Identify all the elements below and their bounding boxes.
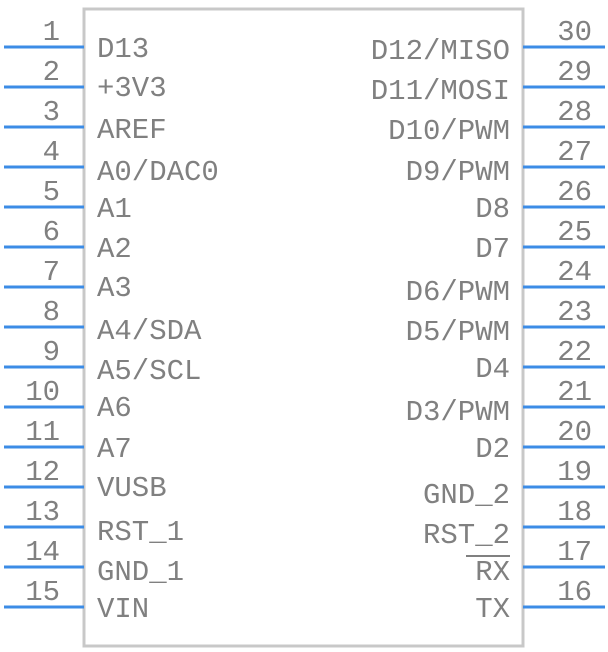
pin-number: 15 — [25, 576, 60, 609]
pin-number: 17 — [557, 536, 592, 569]
pin-2: 2 +3V3 — [4, 56, 167, 105]
pin-number: 5 — [43, 176, 60, 209]
pin-label: VIN — [97, 593, 149, 626]
pin-label: AREF — [97, 114, 167, 147]
pin-number: 14 — [25, 536, 60, 569]
pin-number: 6 — [43, 216, 60, 249]
pin-label: D3/PWM — [406, 396, 510, 429]
pin-label: A0/DAC0 — [97, 156, 219, 189]
pin-8: 8A4/SDA — [4, 296, 202, 348]
pin-label: TX — [475, 593, 510, 626]
pin-number: 11 — [25, 416, 60, 449]
pin-label: A7 — [97, 433, 132, 466]
pin-label: D12/MISO — [371, 35, 510, 68]
pin-number: 29 — [557, 56, 592, 89]
pin-number: 12 — [25, 456, 60, 489]
pin-number: 20 — [557, 416, 592, 449]
pin-label: A4/SDA — [97, 315, 202, 348]
pin-label: D11/MOSI — [371, 75, 510, 108]
pin-number: 25 — [557, 216, 592, 249]
pin-9: 9A5/SCL — [4, 336, 201, 388]
pin-number: 22 — [557, 336, 592, 369]
pin-4: 4A0/DAC0 — [4, 136, 219, 189]
pin-number: 9 — [43, 336, 60, 369]
pin-6: 6A2 — [4, 216, 132, 266]
pin-number: 1 — [43, 16, 60, 49]
pin-number: 27 — [557, 136, 592, 169]
pin-label: D7 — [475, 233, 510, 266]
pin-label: GND_2 — [423, 479, 510, 512]
pin-label: D4 — [475, 353, 510, 386]
pin-label: D9/PWM — [406, 156, 510, 189]
pin-label: D10/PWM — [388, 115, 510, 148]
pin-10: 10 A6 — [4, 376, 132, 425]
pin-number: 2 — [43, 56, 60, 89]
pin-number: 10 — [25, 376, 60, 409]
pin-12: 12 VUSB — [4, 456, 167, 505]
pin-label: D2 — [475, 433, 510, 466]
pin-label: RST_2 — [423, 519, 510, 552]
pin-label: D5/PWM — [406, 316, 510, 349]
pin-number: 18 — [557, 496, 592, 529]
pin-number: 26 — [557, 176, 592, 209]
pin-number: 19 — [557, 456, 592, 489]
pin-label: GND_1 — [97, 556, 184, 589]
pin-number: 23 — [557, 296, 592, 329]
pin-label: A1 — [97, 193, 132, 226]
pin-number: 30 — [557, 16, 592, 49]
pin-label: A2 — [97, 233, 132, 266]
pin-number: 16 — [557, 576, 592, 609]
pin-number: 3 — [43, 96, 60, 129]
pin-7: 7 A3 — [4, 256, 132, 305]
pin-label: A6 — [97, 392, 132, 425]
pin-label: A3 — [97, 272, 132, 305]
pin-number: 8 — [43, 296, 60, 329]
pin-number: 28 — [557, 96, 592, 129]
right-pin-group: 30D12/MISO29D11/MOSI28D10/PWM27D9/PWM26D… — [371, 16, 605, 626]
pin-label: +3V3 — [97, 72, 167, 105]
pin-label: RX — [475, 556, 510, 589]
pin-number: 24 — [557, 256, 592, 289]
pin-label: VUSB — [97, 472, 167, 505]
pin-label: D6/PWM — [406, 276, 510, 309]
pin-number: 21 — [557, 376, 592, 409]
pin-number: 4 — [43, 136, 60, 169]
pin-label: A5/SCL — [97, 355, 201, 388]
pin-label: D13 — [97, 33, 149, 66]
pin-label: RST_1 — [97, 516, 184, 549]
pin-number: 13 — [25, 496, 60, 529]
pin-5: 5A1 — [4, 176, 132, 226]
pin-label: D8 — [475, 193, 510, 226]
pin-number: 7 — [43, 256, 60, 289]
